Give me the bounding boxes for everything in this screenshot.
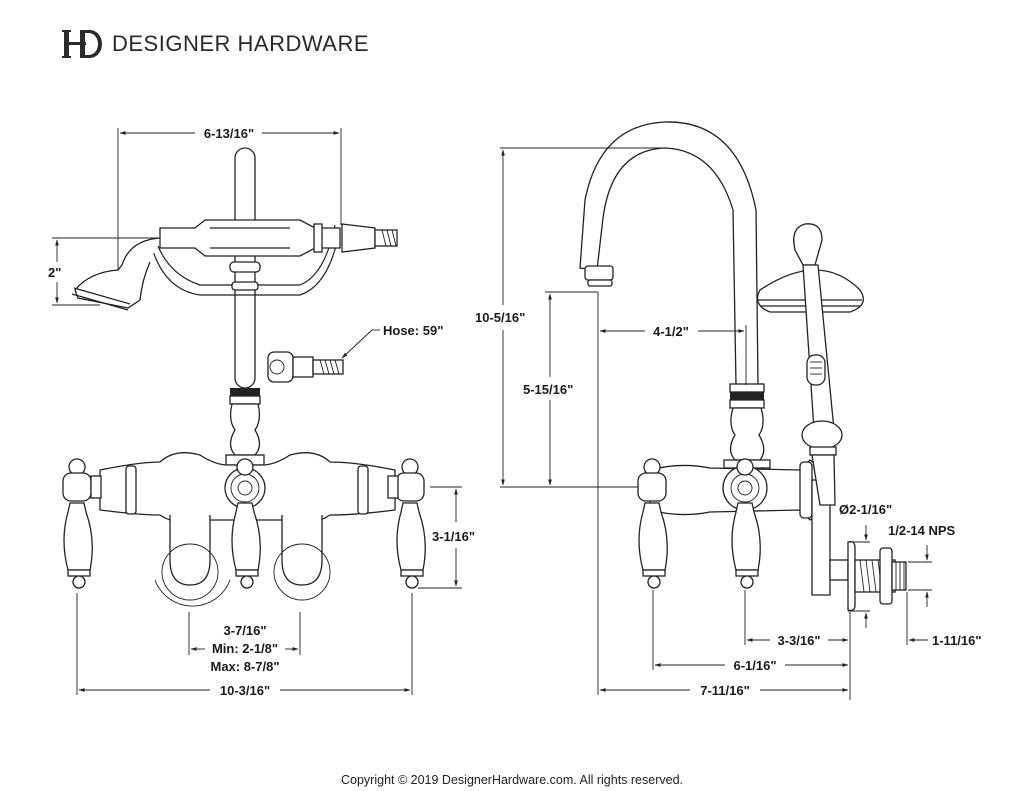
dim-center-spacing: 3-7/16" Min: 2-1/8" Max: 8-7/8"	[188, 612, 301, 674]
svg-text:Hose: 59": Hose: 59"	[383, 323, 443, 338]
dim-thread-size: 1/2-14 NPS	[888, 523, 956, 607]
svg-text:7-11/16": 7-11/16"	[700, 683, 750, 698]
dim-inlet-length: 1-11/16"	[906, 592, 982, 648]
svg-text:10-3/16": 10-3/16"	[220, 683, 270, 698]
dim-handle-to-wall-center: 3-3/16"	[744, 590, 849, 648]
svg-text:6-13/16": 6-13/16"	[204, 126, 254, 141]
hose-callout: Hose: 59"	[341, 323, 443, 359]
svg-text:3-1/16": 3-1/16"	[432, 529, 475, 544]
dim-spout-to-wall: 7-11/16"	[599, 683, 849, 698]
svg-text:5-15/16": 5-15/16"	[523, 382, 573, 397]
svg-text:3-7/16": 3-7/16"	[223, 623, 266, 638]
svg-text:2": 2"	[48, 265, 61, 280]
side-view: 10-5/16" 5-15/16" 4-1/2" Ø2-1/16"	[475, 121, 982, 700]
dim-hand-shower-height: 2"	[48, 237, 160, 306]
copyright-notice: Copyright © 2019 DesignerHardware.com. A…	[341, 773, 683, 787]
side-left-handle	[637, 458, 668, 589]
side-center-handle	[731, 458, 761, 589]
svg-text:Max: 8-7/8": Max: 8-7/8"	[210, 659, 279, 674]
svg-text:Min: 2-1/8": Min: 2-1/8"	[212, 641, 278, 656]
dim-handle-height: 3-1/16"	[418, 486, 475, 589]
dim-flange-diameter: Ø2-1/16"	[839, 502, 892, 628]
svg-text:10-5/16": 10-5/16"	[475, 310, 525, 325]
right-handle	[387, 458, 426, 589]
dim-overall-height: 10-5/16"	[475, 147, 665, 488]
dim-overall-width: 10-3/16"	[76, 593, 413, 698]
front-view: 6-13/16" 2"	[48, 126, 475, 698]
dim-spout-reach: 4-1/2"	[597, 292, 747, 695]
left-handle	[62, 458, 102, 589]
center-handle	[231, 458, 261, 589]
svg-text:Ø2-1/16": Ø2-1/16"	[839, 502, 892, 517]
dim-hand-shower-width: 6-13/16"	[117, 126, 342, 300]
dim-handle-to-wall-outer: 6-1/16"	[652, 590, 849, 673]
svg-text:1-11/16": 1-11/16"	[932, 633, 982, 648]
svg-text:3-3/16": 3-3/16"	[777, 633, 820, 648]
svg-text:1/2-14 NPS: 1/2-14 NPS	[888, 523, 956, 538]
brand-name: DESIGNER HARDWARE	[112, 31, 370, 56]
svg-text:6-1/16": 6-1/16"	[733, 658, 776, 673]
dh-monogram-icon	[62, 30, 102, 58]
dim-spout-height: 5-15/16"	[523, 291, 598, 486]
svg-text:4-1/2": 4-1/2"	[653, 324, 689, 339]
brand-logo: DESIGNER HARDWARE	[62, 26, 369, 62]
